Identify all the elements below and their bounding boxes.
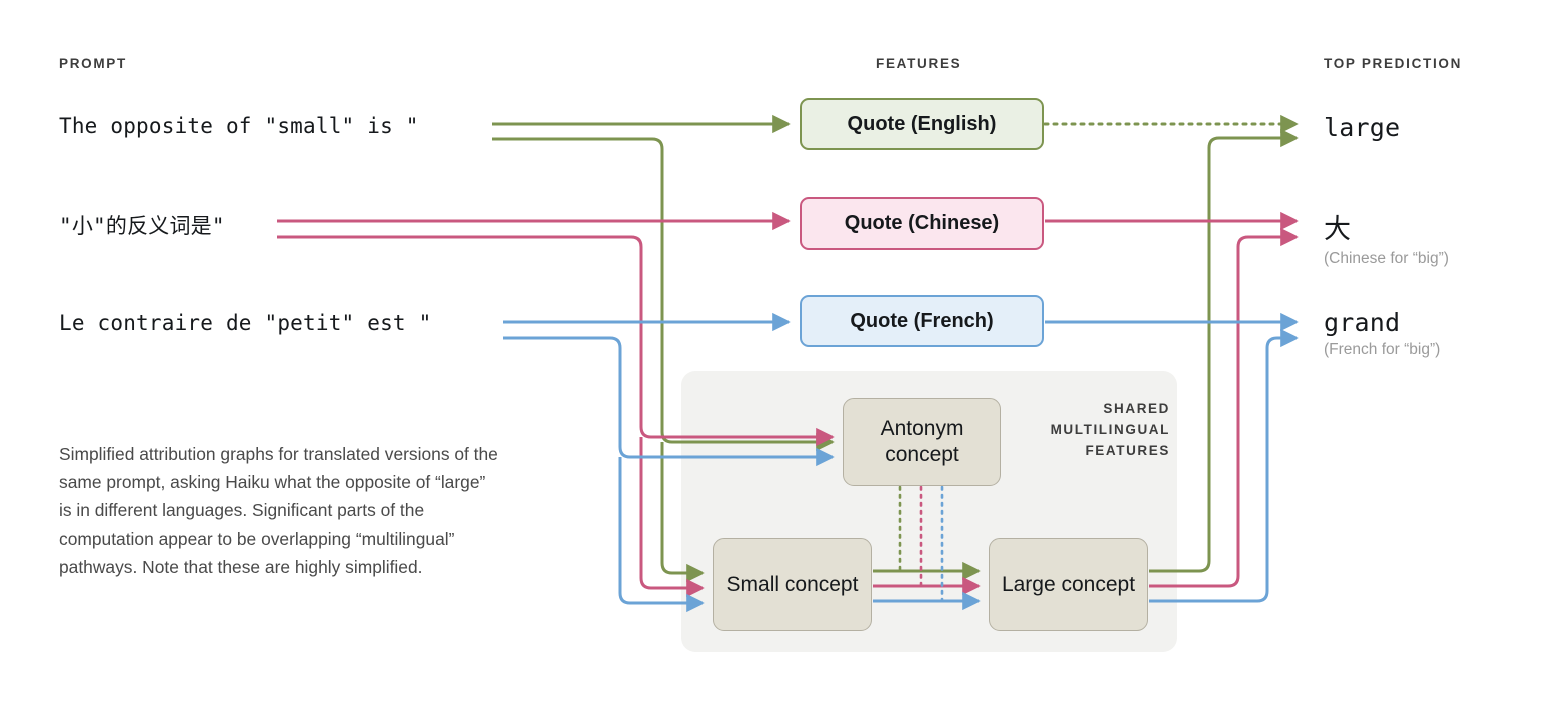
- figure-caption: Simplified attribution graphs for transl…: [59, 444, 498, 577]
- feature-node-quote-french[interactable]: Quote (French): [800, 295, 1044, 347]
- prediction-grand: grand (French for “big”): [1324, 308, 1440, 359]
- prediction-note-da: (Chinese for “big”): [1324, 250, 1449, 267]
- column-header-features: FEATURES: [876, 56, 962, 71]
- prediction-word-large: large: [1324, 113, 1401, 142]
- column-header-prompt: PROMPT: [59, 56, 127, 71]
- shared-multilingual-features-label: SHARED MULTILINGUAL FEATURES: [1050, 401, 1170, 458]
- feature-node-large-concept[interactable]: Large concept: [989, 538, 1148, 631]
- prediction-word-grand: grand: [1324, 308, 1401, 337]
- prompt-text-chinese: "小"的反义词是": [59, 214, 225, 238]
- prompt-text-english: The opposite of "small" is ": [59, 114, 419, 138]
- prediction-note-grand: (French for “big”): [1324, 341, 1441, 358]
- prediction-da: 大 (Chinese for “big”): [1324, 207, 1449, 268]
- prediction-large: large: [1324, 113, 1400, 142]
- feature-node-small-concept[interactable]: Small concept: [713, 538, 872, 631]
- prediction-word-da: 大: [1324, 214, 1352, 245]
- feature-node-antonym-concept[interactable]: Antonym concept: [843, 398, 1001, 486]
- column-header-top-prediction: TOP PREDICTION: [1324, 56, 1463, 71]
- feature-node-quote-chinese[interactable]: Quote (Chinese): [800, 197, 1044, 250]
- feature-node-quote-english[interactable]: Quote (English): [800, 98, 1044, 150]
- prompt-text-french: Le contraire de "petit" est ": [59, 311, 432, 335]
